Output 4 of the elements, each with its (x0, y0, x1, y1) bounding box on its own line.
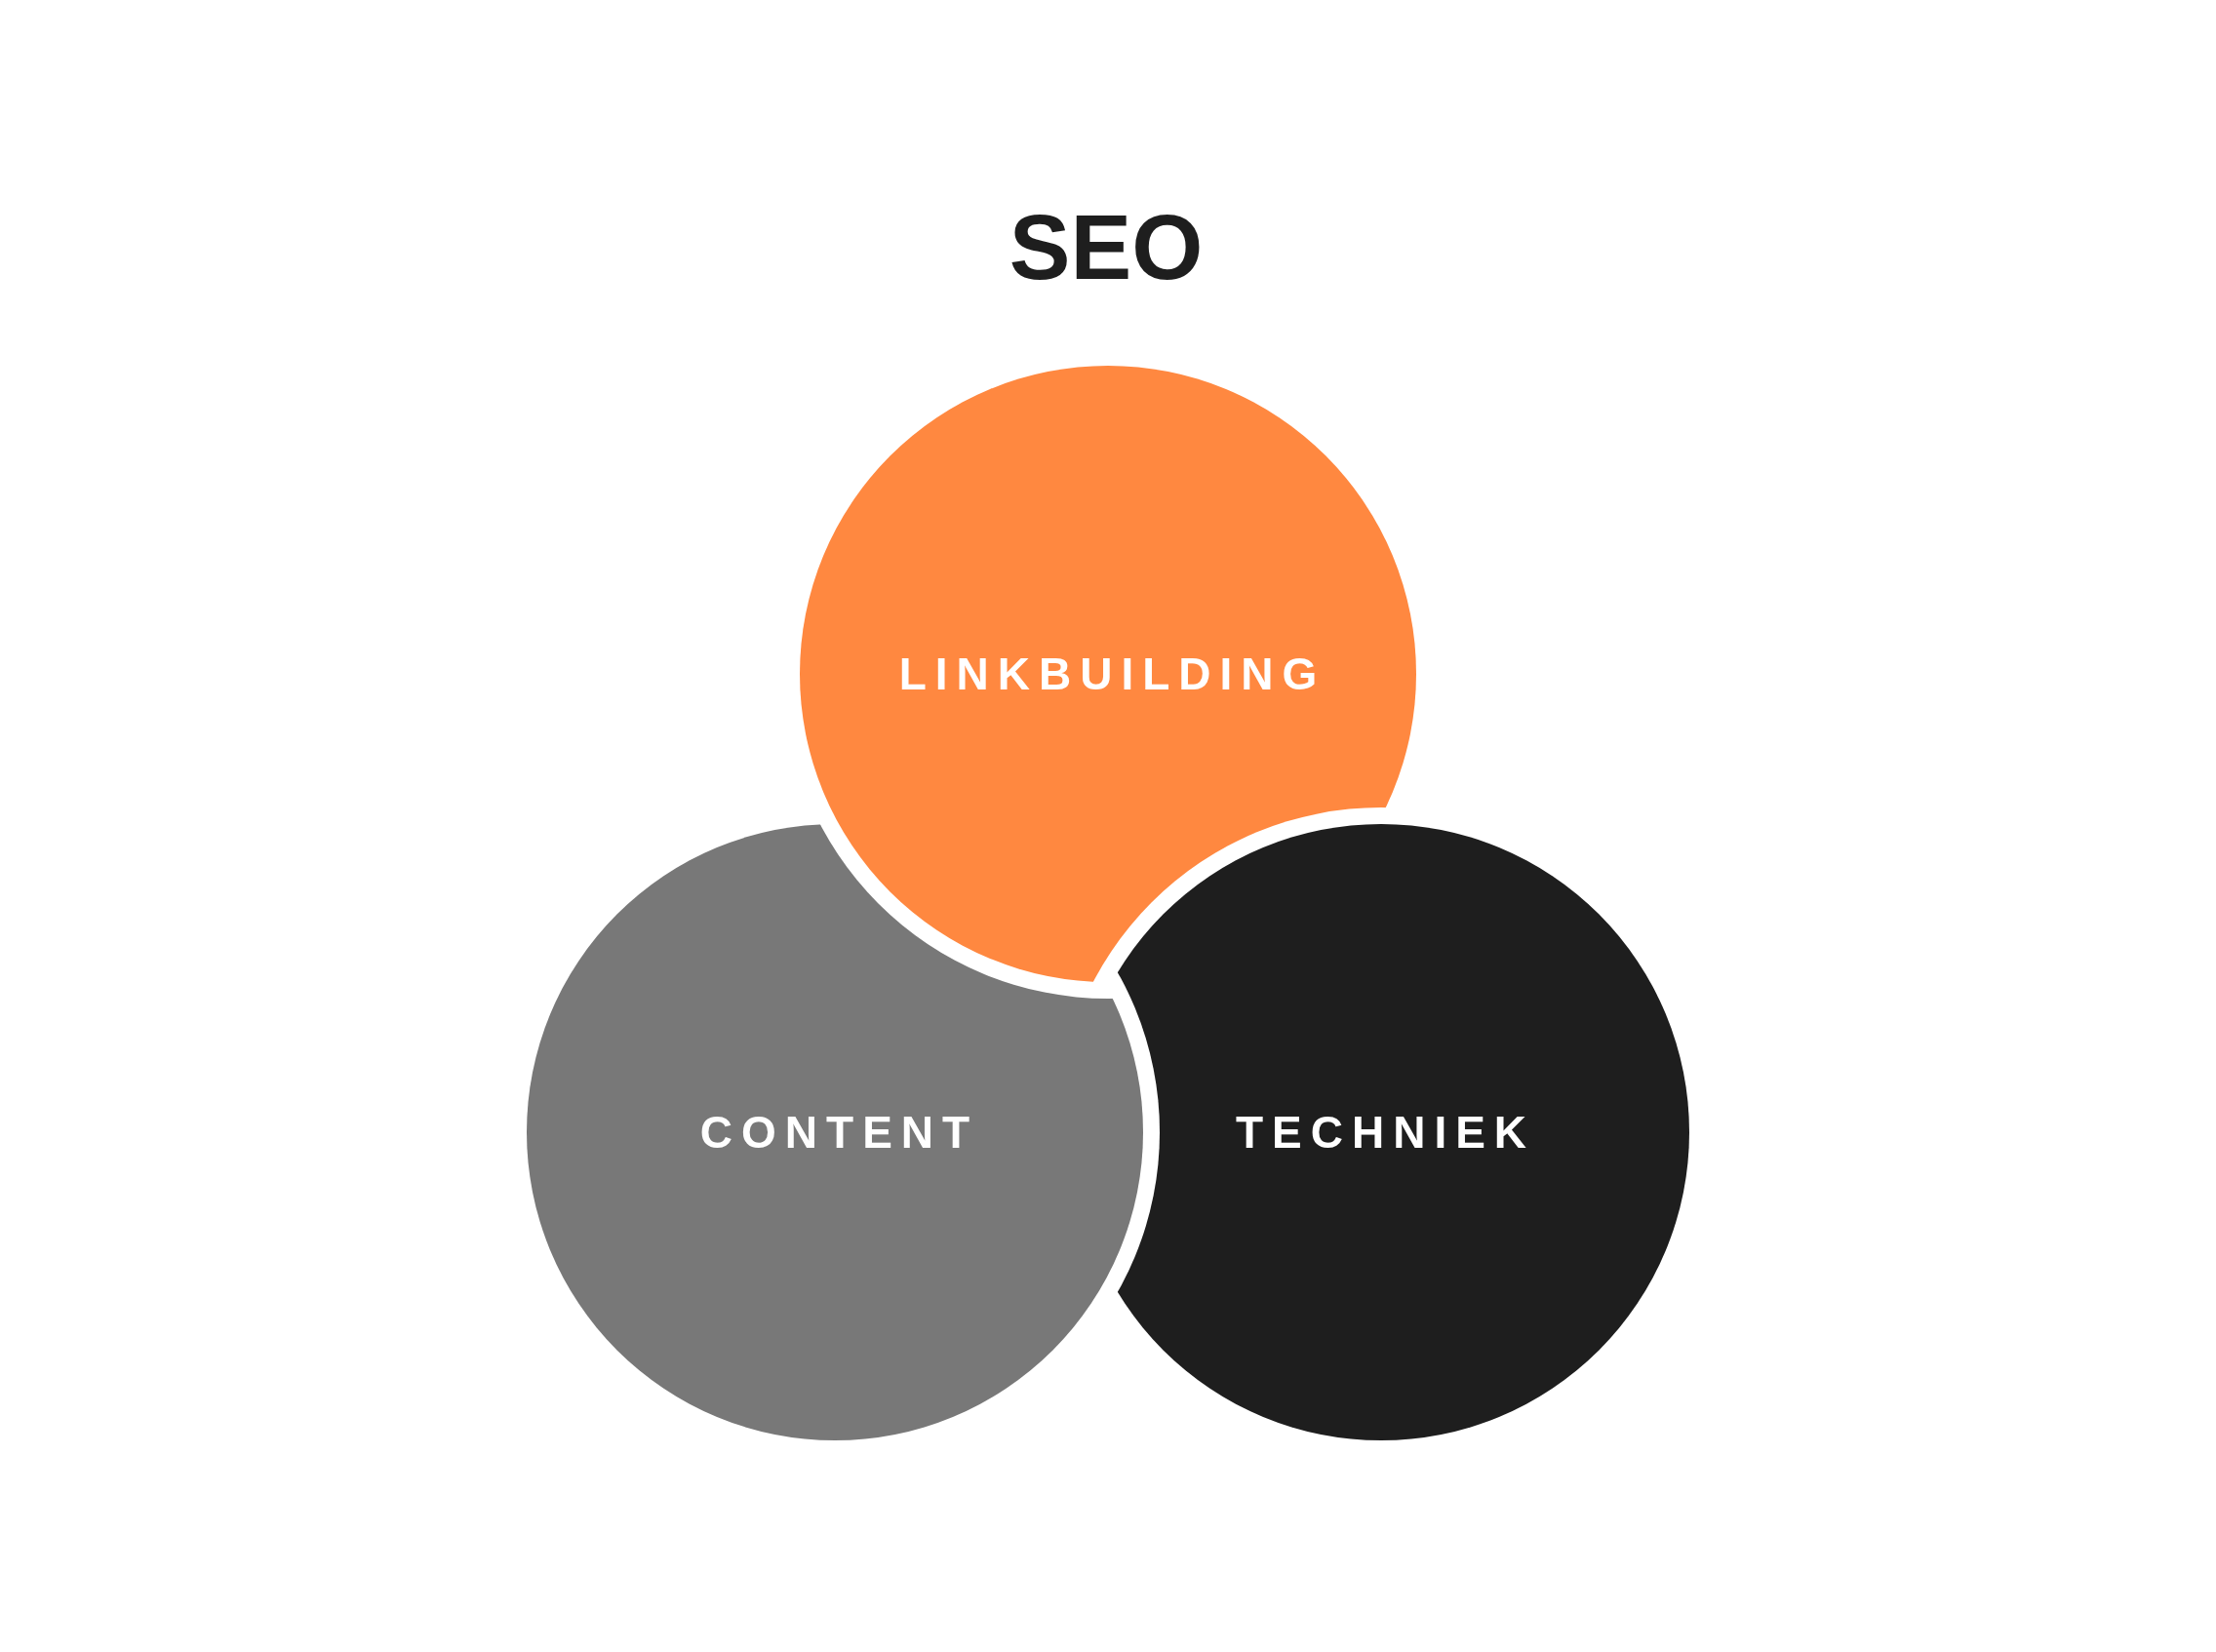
circle-label: LINKBUILDING (897, 651, 1326, 696)
diagram-title: SEO (1009, 202, 1204, 294)
circle-label: TECHNIEK (1234, 1110, 1536, 1155)
circle-label: CONTENT (698, 1110, 979, 1155)
